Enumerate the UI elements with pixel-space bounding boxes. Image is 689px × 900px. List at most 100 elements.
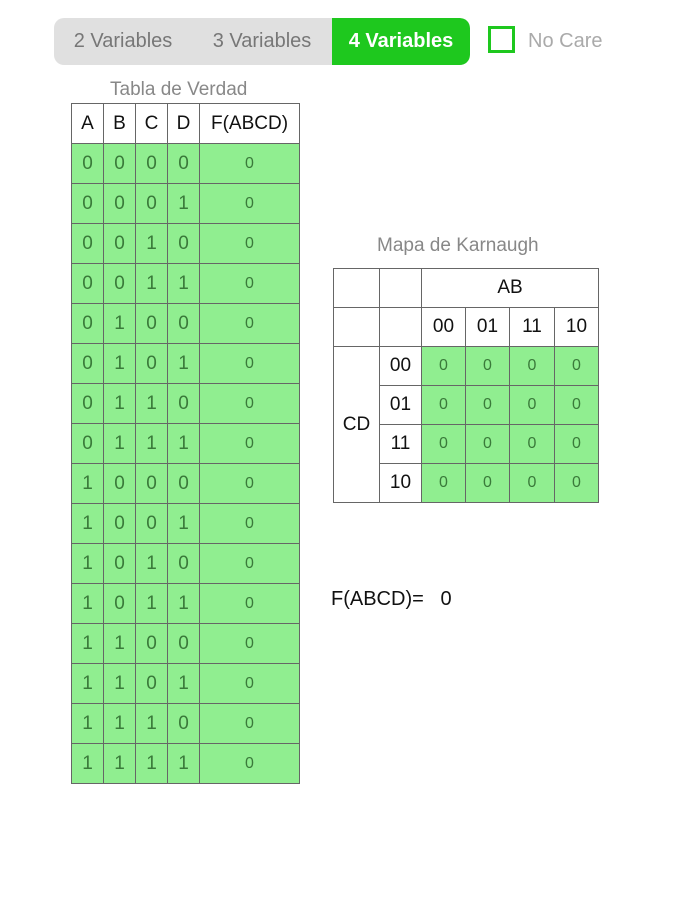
output-cell[interactable]: 0: [199, 623, 300, 664]
output-cell[interactable]: 0: [199, 183, 300, 224]
input-cell: 0: [135, 303, 168, 344]
input-cell: 0: [103, 223, 136, 264]
input-cell: 0: [167, 463, 200, 504]
output-cell[interactable]: 0: [199, 703, 300, 744]
input-cell: 0: [167, 383, 200, 424]
output-cell[interactable]: 0: [199, 543, 300, 584]
kmap-cell[interactable]: 0: [509, 424, 555, 464]
row-label: 11: [379, 424, 422, 464]
input-cell: 1: [71, 503, 104, 544]
input-cell: 1: [135, 543, 168, 584]
output-cell[interactable]: 0: [199, 263, 300, 304]
input-cell: 0: [103, 263, 136, 304]
col-label: 01: [465, 307, 510, 347]
kmap-cell[interactable]: 0: [465, 346, 510, 386]
input-cell: 0: [103, 463, 136, 504]
kmap-title: Mapa de Karnaugh: [377, 235, 539, 256]
input-cell: 0: [71, 423, 104, 464]
output-cell[interactable]: 0: [199, 343, 300, 384]
truth-table-title: Tabla de Verdad: [110, 79, 248, 100]
input-cell: 0: [103, 583, 136, 624]
row-label: 10: [379, 463, 422, 503]
input-cell: 0: [71, 343, 104, 384]
output-cell[interactable]: 0: [199, 143, 300, 184]
kmap-cell[interactable]: 0: [421, 463, 466, 503]
input-cell: 1: [71, 583, 104, 624]
kmap-cell[interactable]: 0: [509, 463, 555, 503]
tab-2-variables[interactable]: 2 Variables: [73, 30, 173, 52]
blank-cell: [379, 307, 422, 347]
col-label: 10: [554, 307, 599, 347]
input-cell: 0: [167, 303, 200, 344]
output-cell[interactable]: 0: [199, 503, 300, 544]
result-value: 0: [440, 588, 452, 610]
input-cell: 0: [135, 623, 168, 664]
output-cell[interactable]: 0: [199, 743, 300, 784]
output-cell[interactable]: 0: [199, 583, 300, 624]
input-cell: 0: [103, 143, 136, 184]
input-cell: 0: [135, 663, 168, 704]
kmap-cell[interactable]: 0: [421, 424, 466, 464]
input-cell: 0: [71, 303, 104, 344]
kmap-cell[interactable]: 0: [509, 346, 555, 386]
tab-3-variables[interactable]: 3 Variables: [212, 30, 312, 52]
kmap-cell[interactable]: 0: [465, 385, 510, 425]
output-cell[interactable]: 0: [199, 463, 300, 504]
input-cell: 0: [71, 143, 104, 184]
no-care-label[interactable]: No Care: [528, 30, 603, 52]
input-cell: 1: [103, 423, 136, 464]
input-cell: 1: [167, 743, 200, 784]
column-header: A: [71, 103, 104, 144]
kmap-cell[interactable]: 0: [554, 463, 599, 503]
kmap-cell[interactable]: 0: [554, 346, 599, 386]
input-cell: 1: [135, 703, 168, 744]
variables-segmented-control: 2 Variables 3 Variables 4 Variables: [54, 18, 470, 65]
input-cell: 0: [71, 263, 104, 304]
output-cell[interactable]: 0: [199, 303, 300, 344]
no-care-checkbox[interactable]: [488, 26, 515, 53]
output-cell[interactable]: 0: [199, 383, 300, 424]
kmap-cell[interactable]: 0: [509, 385, 555, 425]
kmap-cell[interactable]: 0: [421, 385, 466, 425]
output-cell[interactable]: 0: [199, 423, 300, 464]
input-cell: 0: [167, 623, 200, 664]
input-cell: 1: [71, 743, 104, 784]
output-cell[interactable]: 0: [199, 663, 300, 704]
input-cell: 0: [167, 223, 200, 264]
col-label: 00: [421, 307, 466, 347]
kmap-cell[interactable]: 0: [421, 346, 466, 386]
blank-cell: [333, 268, 380, 308]
input-cell: 1: [167, 663, 200, 704]
blank-cell: [333, 307, 380, 347]
input-cell: 0: [71, 183, 104, 224]
output-cell[interactable]: 0: [199, 223, 300, 264]
kmap-cell[interactable]: 0: [554, 424, 599, 464]
input-cell: 1: [135, 423, 168, 464]
input-cell: 0: [71, 223, 104, 264]
input-cell: 1: [103, 383, 136, 424]
input-cell: 0: [135, 503, 168, 544]
input-cell: 1: [167, 183, 200, 224]
input-cell: 0: [135, 343, 168, 384]
kmap-cell[interactable]: 0: [465, 424, 510, 464]
input-cell: 0: [167, 543, 200, 584]
tab-4-variables[interactable]: 4 Variables: [332, 18, 470, 65]
input-cell: 1: [103, 303, 136, 344]
input-cell: 0: [167, 703, 200, 744]
input-cell: 1: [167, 263, 200, 304]
result-label: F(ABCD)=: [331, 588, 424, 610]
kmap-cell[interactable]: 0: [465, 463, 510, 503]
col-var-label: AB: [421, 268, 599, 308]
kmap-cell[interactable]: 0: [554, 385, 599, 425]
